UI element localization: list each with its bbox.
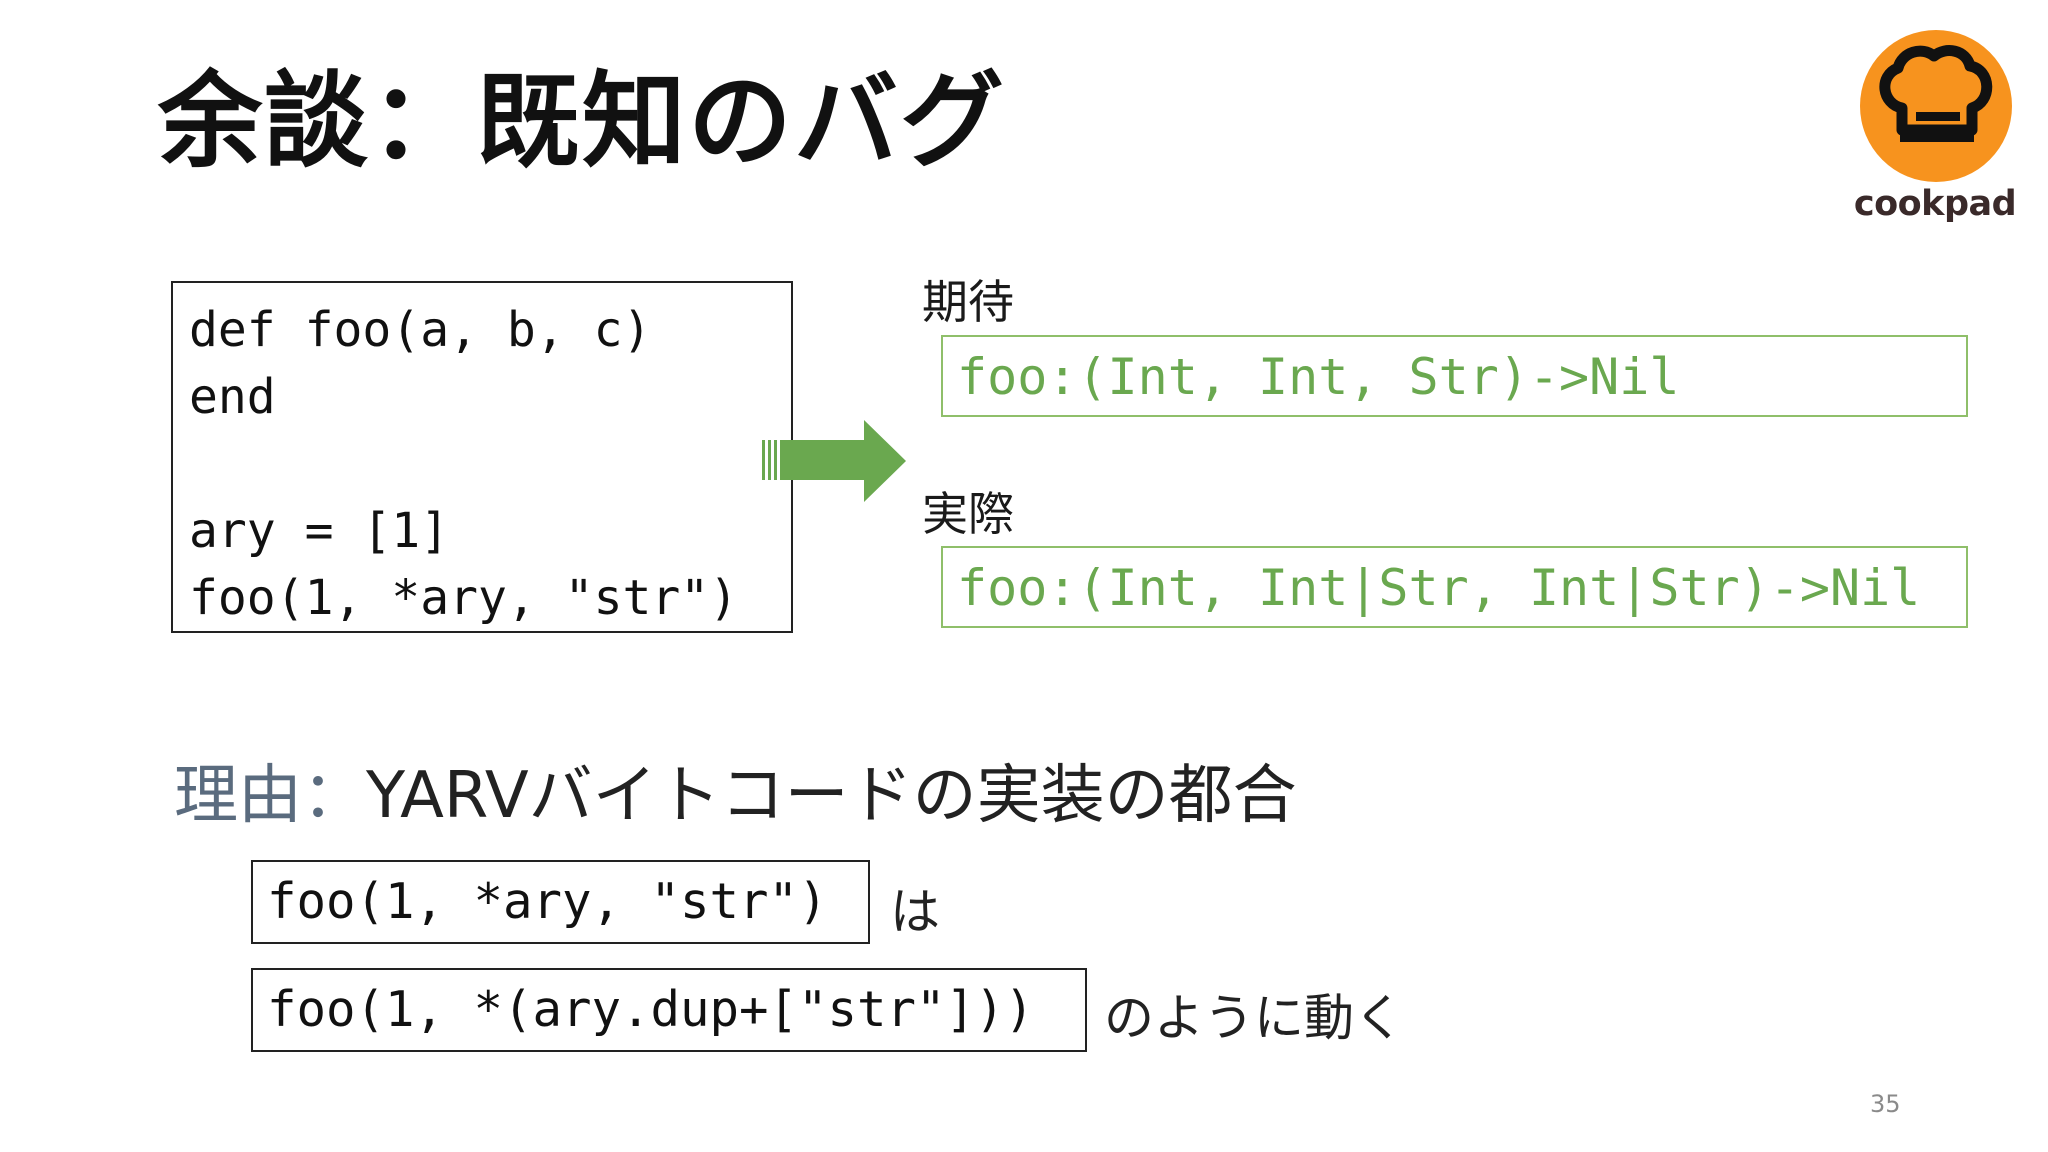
chef-hat-icon	[1879, 45, 1993, 142]
right-arrow-icon	[762, 420, 906, 502]
example-suffix: のように動く	[1104, 989, 1404, 1047]
example-suffix: は	[890, 883, 940, 941]
code-line: def foo(a, b, c)	[189, 302, 652, 358]
page-number: 35	[1870, 1090, 1901, 1118]
code-line: end	[189, 369, 276, 425]
code-box: def foo(a, b, c) end ary = [1] foo(1, *a…	[171, 281, 793, 633]
expected-type-box: foo:(Int, Int, Str)->Nil	[941, 335, 1968, 417]
reason-label: 理由	[174, 759, 302, 833]
example-code-box: foo(1, *(ary.dup+["str"]))	[251, 968, 1087, 1052]
logo-circle	[1860, 30, 2012, 182]
reason-line: 理由：YARVバイトコードの実装の都合	[174, 744, 1297, 836]
code-line: foo(1, *ary, "str")	[189, 570, 739, 626]
example-code-box: foo(1, *ary, "str")	[251, 860, 870, 944]
cookpad-logo: cookpad	[1852, 30, 2018, 240]
logo-text: cookpad	[1853, 184, 2017, 224]
code-line	[189, 431, 791, 498]
actual-type-box: foo:(Int, Int|Str, Int|Str)->Nil	[941, 546, 1968, 628]
actual-label: 実際	[922, 487, 1014, 541]
slide-title: 余談：既知のバグ	[158, 60, 1007, 182]
reason-text: YARVバイトコードの実装の都合	[366, 759, 1297, 833]
reason-separator: ：	[302, 759, 366, 833]
code-line: ary = [1]	[189, 503, 450, 559]
expected-label: 期待	[922, 275, 1014, 329]
